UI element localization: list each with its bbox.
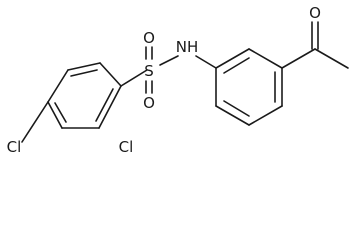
ring-b-bond [215, 105, 250, 126]
acetylphenyl-ring [215, 48, 283, 126]
ring-a-double-bond [54, 102, 67, 123]
sulfur-nitrogen-bond [159, 55, 179, 66]
ring-a-double-bond [70, 69, 98, 77]
sulfur-label: S [144, 62, 154, 80]
ring-b-bond [248, 48, 283, 69]
ring-a-double-bond [95, 88, 114, 122]
ortho-chlorine-label: Cl [119, 138, 134, 156]
molecule-structure: S O O NH O Cl Cl [7, 4, 349, 156]
ring-b-bond [215, 48, 250, 69]
dichlorophenyl-ring [47, 62, 122, 129]
nitrogen-ring-bond [195, 55, 217, 69]
methyl-bond [314, 48, 349, 69]
ring-b-bond [248, 105, 283, 126]
oxygen-top-label: O [143, 29, 155, 47]
ketone-oxygen-label: O [309, 4, 321, 22]
ring-a-bond [98, 85, 122, 129]
ring-a-bond [47, 101, 63, 129]
ring-b-double-bond [223, 100, 250, 117]
ring-carbonyl-bond [281, 48, 316, 69]
nitrogen-label: NH [176, 38, 199, 56]
ring-a-bond [47, 69, 69, 103]
oxygen-bottom-label: O [143, 94, 155, 112]
ring-a-bond [99, 62, 122, 87]
ring-b-double-bond [223, 57, 250, 74]
ring-sulfur-bond [120, 69, 148, 87]
para-chlorine-bond [21, 101, 49, 143]
para-chlorine-label: Cl [7, 138, 22, 156]
ring-a-bond [67, 62, 101, 71]
